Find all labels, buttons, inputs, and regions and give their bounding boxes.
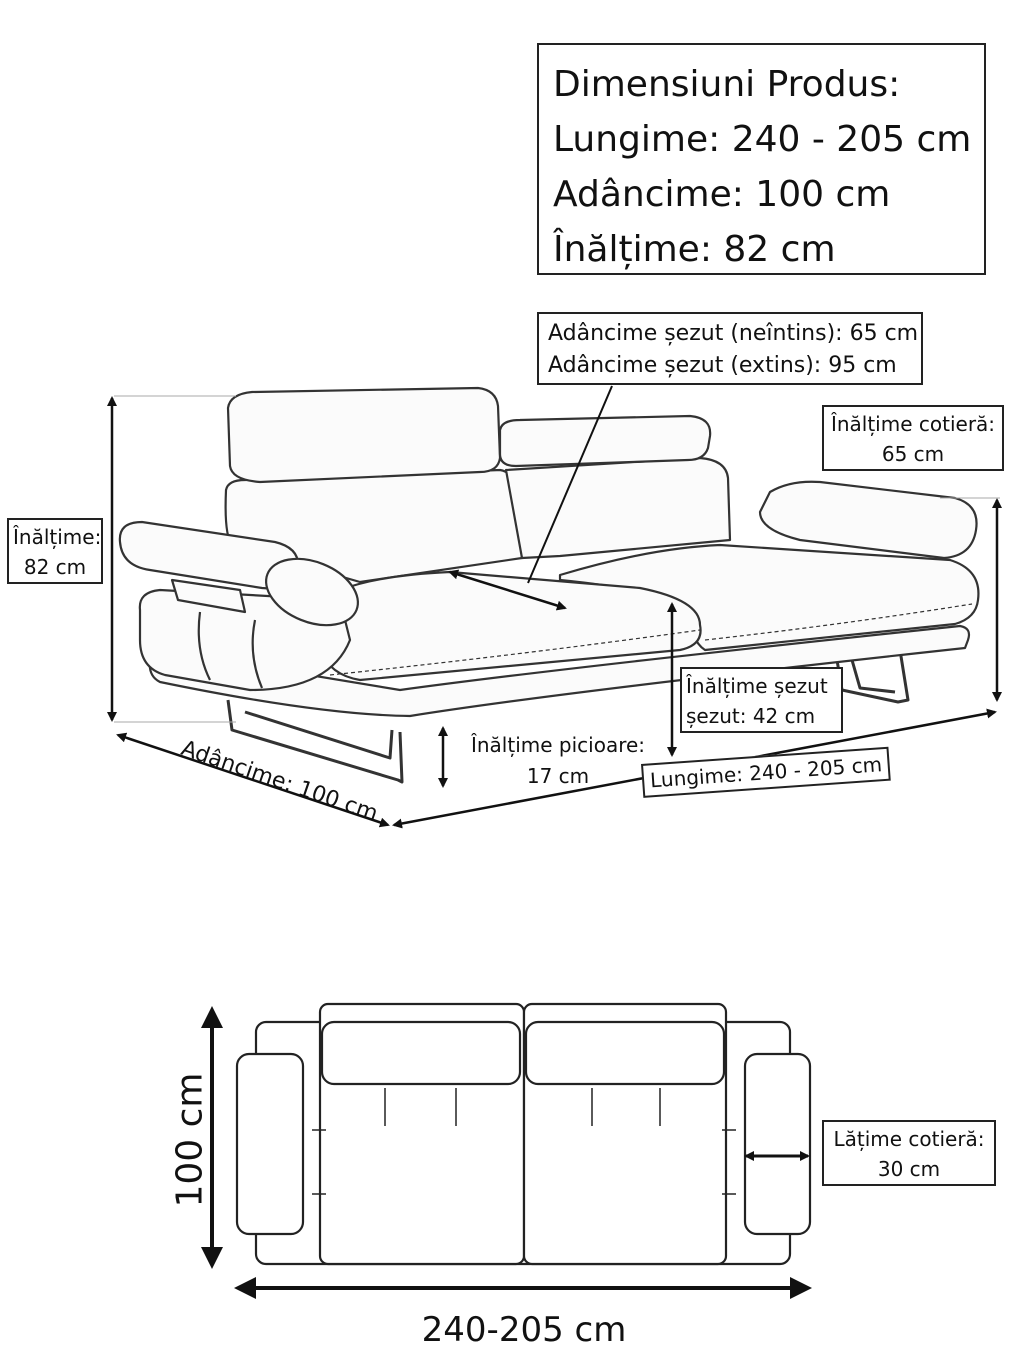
right-armrest <box>758 480 978 560</box>
armrest-height-box: Înălțime cotieră: 65 cm <box>822 405 1004 471</box>
seat-height-value: șezut: 42 cm <box>686 704 816 728</box>
armrest-width-label: Lățime cotieră: <box>833 1127 985 1151</box>
seat-depth-arrow <box>448 569 567 611</box>
product-dimensions-title: Dimensiuni Produs: <box>553 64 901 105</box>
seat-depth-extended: Adâncime șezut (extins): 95 cm <box>548 353 897 378</box>
leg-height-label-block: Înălțime picioare: 17 cm <box>452 730 664 792</box>
armrest-width-value: 30 cm <box>877 1157 941 1181</box>
depth-arrow <box>116 732 390 828</box>
seat-height-box: Înălțime șezut șezut: 42 cm <box>680 667 843 733</box>
top-view-headrest-left <box>320 1020 522 1086</box>
top-view-headrest-right <box>524 1020 726 1086</box>
top-view-dimensions <box>201 1006 812 1299</box>
height-box: Înălțime: 82 cm <box>7 518 103 584</box>
sofa-base <box>148 624 971 718</box>
height-value: 82 cm <box>23 555 87 579</box>
product-depth: Adâncime: 100 cm <box>553 174 891 215</box>
height-label: Înălțime: <box>13 525 102 549</box>
left-armrest-bolster <box>264 557 360 627</box>
leg-height-value: 17 cm <box>526 764 590 788</box>
armrest-height-label: Înălțime cotieră: <box>830 412 996 436</box>
product-height: Înălțime: 82 cm <box>553 229 836 270</box>
armrest-width-box: Lățime cotieră: 30 cm <box>822 1120 996 1186</box>
top-view-depth-label: 100 cm <box>169 1072 211 1208</box>
armrest-height-value: 65 cm <box>881 442 945 466</box>
leg-height-label: Înălțime picioare: <box>470 733 646 757</box>
product-length: Lungime: 240 - 205 cm <box>553 119 972 160</box>
sofa-top-view <box>235 1002 812 1266</box>
back-cushion-right <box>504 456 732 560</box>
top-view-right-armrest <box>743 1052 812 1236</box>
top-view-left-armrest <box>235 1052 305 1236</box>
seat-depth-box: Adâncime șezut (neîntins): 65 cm Adâncim… <box>537 312 923 385</box>
headrest-left <box>226 386 502 484</box>
seat-depth-retracted: Adâncime șezut (neîntins): 65 cm <box>548 321 919 346</box>
sofa-perspective-sketch <box>118 386 980 784</box>
headrest-right <box>498 414 712 468</box>
seat-height-label: Înălțime șezut <box>686 674 828 698</box>
top-view-length-label: 240-205 cm <box>421 1310 627 1350</box>
seat-depth-pointer <box>527 385 613 584</box>
product-dimensions-box: Dimensiuni Produs: Lungime: 240 - 205 cm… <box>537 43 986 275</box>
